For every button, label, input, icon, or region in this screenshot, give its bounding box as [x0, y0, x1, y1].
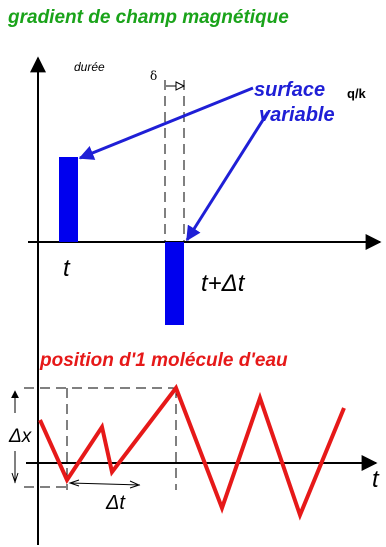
duration-axis-label: durée [74, 60, 105, 74]
time-label-t-plus-dt: t+Δt [201, 270, 245, 297]
delta-t-label: Δt [106, 492, 125, 514]
variable-label: variable [259, 104, 335, 126]
gradient-pulse-positive [59, 157, 78, 242]
surface-label: surface [254, 79, 326, 101]
dt-arrow [69, 482, 141, 486]
surface-arrow-to-positive [78, 86, 254, 160]
dt-arrowhead-left [68, 479, 80, 487]
position-title: position d'1 molécule d'eau [40, 350, 288, 371]
time-label-t: t [63, 255, 70, 282]
delta-arrowhead [175, 81, 186, 91]
delta-x-label: Δx [9, 426, 32, 447]
molecule-trajectory [38, 383, 346, 521]
surface-arrow-to-negative [185, 111, 270, 242]
time-axis-label: t [372, 466, 379, 493]
gradient-title: gradient de champ magnétique [8, 7, 289, 28]
delta-label: δ [150, 69, 158, 83]
dx-arrowhead-down [11, 472, 19, 484]
dt-arrowhead-right [129, 480, 141, 489]
gradient-pulse-negative [165, 242, 184, 325]
qk-label: q/k [347, 86, 366, 101]
